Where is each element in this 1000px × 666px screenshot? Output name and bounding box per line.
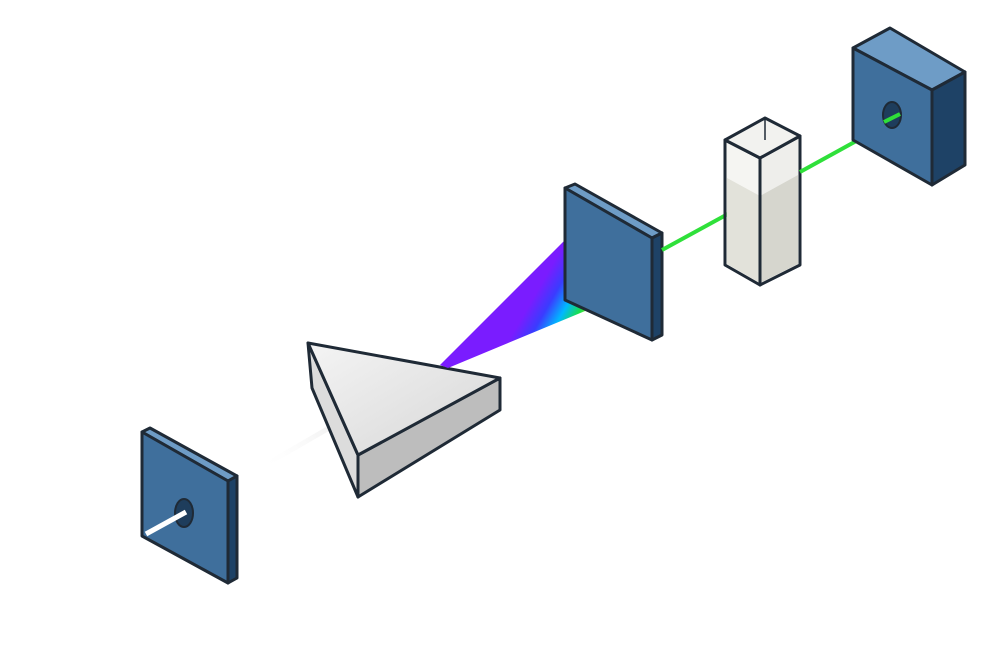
white-light-beam-to-prism [258,421,338,471]
exit-slit-panel [563,182,664,342]
sample-cuvette [723,116,802,287]
entrance-slit-panel [140,426,239,585]
prism [306,341,502,499]
white-light-beam [144,509,188,537]
detector-box [851,26,967,187]
